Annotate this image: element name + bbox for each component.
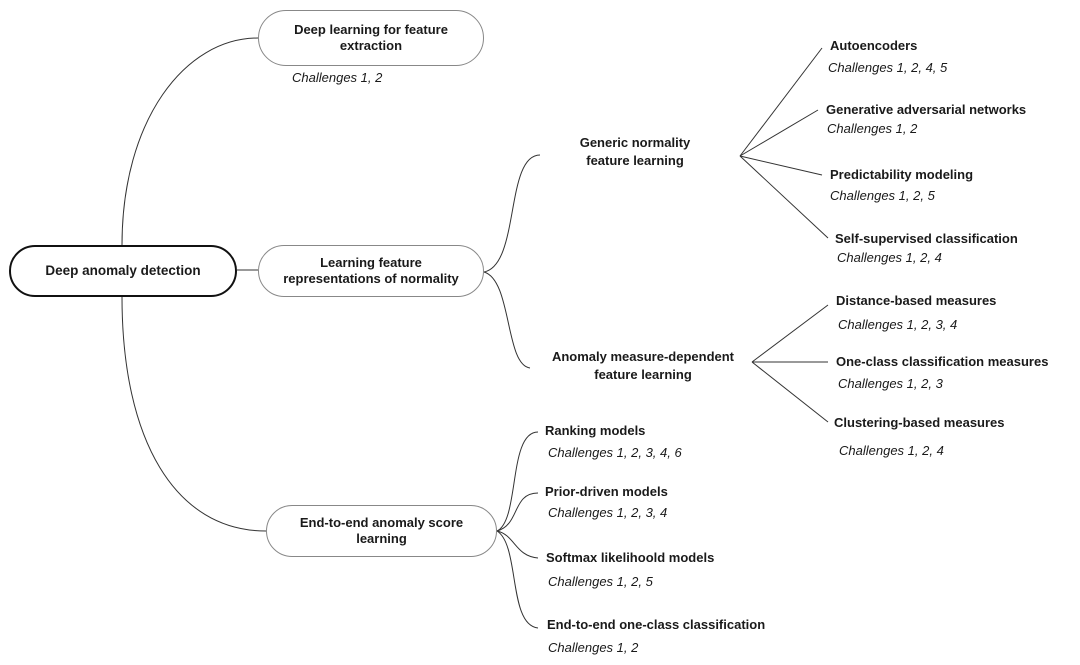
edge-measure-clustering bbox=[751, 361, 829, 423]
category-normality: Learning feature representations of norm… bbox=[258, 245, 484, 297]
subgroup-measure-dependent: Anomaly measure-dependent feature learni… bbox=[551, 349, 735, 382]
edge-e2e-softmax bbox=[496, 530, 539, 559]
method-predictability: Predictability modeling bbox=[830, 167, 974, 182]
edge-generic-selfsupervised bbox=[739, 155, 829, 239]
method-autoencoders: Autoencoders bbox=[830, 38, 918, 53]
method-ranking: Ranking models bbox=[545, 423, 646, 438]
edge-normality-measure bbox=[483, 271, 531, 369]
challenges-self-supervised: Challenges 1, 2, 4 bbox=[837, 250, 942, 265]
method-softmax: Softmax likelihoold models bbox=[546, 550, 715, 565]
challenges-prior-driven: Challenges 1, 2, 3, 4 bbox=[548, 505, 668, 520]
edge-normality-generic bbox=[483, 154, 541, 273]
category-normality-label: Learning feature representations of norm… bbox=[283, 255, 459, 286]
category-end-to-end: End-to-end anomaly score learning bbox=[266, 505, 497, 557]
edge-root-end-to-end bbox=[121, 296, 267, 532]
challenges-e2e-one-class: Challenges 1, 2 bbox=[548, 640, 639, 655]
edge-measure-distance bbox=[751, 304, 829, 363]
challenges-one-class: Challenges 1, 2, 3 bbox=[838, 376, 943, 391]
edge-root-feature-extraction bbox=[121, 37, 259, 246]
edge-e2e-ranking bbox=[496, 431, 539, 532]
method-clustering: Clustering-based measures bbox=[834, 415, 1005, 430]
edge-e2e-prior bbox=[496, 492, 539, 532]
challenges-feature-extraction: Challenges 1, 2 bbox=[292, 70, 383, 85]
root-node: Deep anomaly detection bbox=[9, 245, 237, 297]
method-distance: Distance-based measures bbox=[836, 293, 997, 308]
edge-generic-gan bbox=[739, 109, 819, 157]
challenges-softmax: Challenges 1, 2, 5 bbox=[548, 574, 653, 589]
challenges-predictability: Challenges 1, 2, 5 bbox=[830, 188, 935, 203]
method-self-supervised: Self-supervised classification bbox=[835, 231, 1018, 246]
challenges-gan: Challenges 1, 2 bbox=[827, 121, 918, 136]
method-prior-driven: Prior-driven models bbox=[545, 484, 668, 499]
root-label: Deep anomaly detection bbox=[45, 263, 201, 278]
challenges-clustering: Challenges 1, 2, 4 bbox=[839, 443, 944, 458]
challenges-distance: Challenges 1, 2, 3, 4 bbox=[838, 317, 958, 332]
category-feature-extraction-label: Deep learning for feature extraction bbox=[294, 22, 448, 53]
challenges-ranking: Challenges 1, 2, 3, 4, 6 bbox=[548, 445, 682, 460]
method-one-class: One-class classification measures bbox=[836, 354, 1049, 369]
subgroup-generic: Generic normality feature learning bbox=[579, 135, 691, 168]
category-end-to-end-label: End-to-end anomaly score learning bbox=[299, 515, 464, 546]
category-feature-extraction: Deep learning for feature extraction bbox=[258, 10, 484, 66]
edge-generic-predictability bbox=[739, 155, 823, 176]
method-e2e-one-class: End-to-end one-class classification bbox=[547, 617, 766, 632]
edge-e2e-oneclass bbox=[496, 530, 539, 629]
challenges-autoencoders: Challenges 1, 2, 4, 5 bbox=[828, 60, 948, 75]
edge-generic-autoencoders bbox=[739, 47, 823, 157]
method-gan: Generative adversarial networks bbox=[826, 102, 1027, 117]
